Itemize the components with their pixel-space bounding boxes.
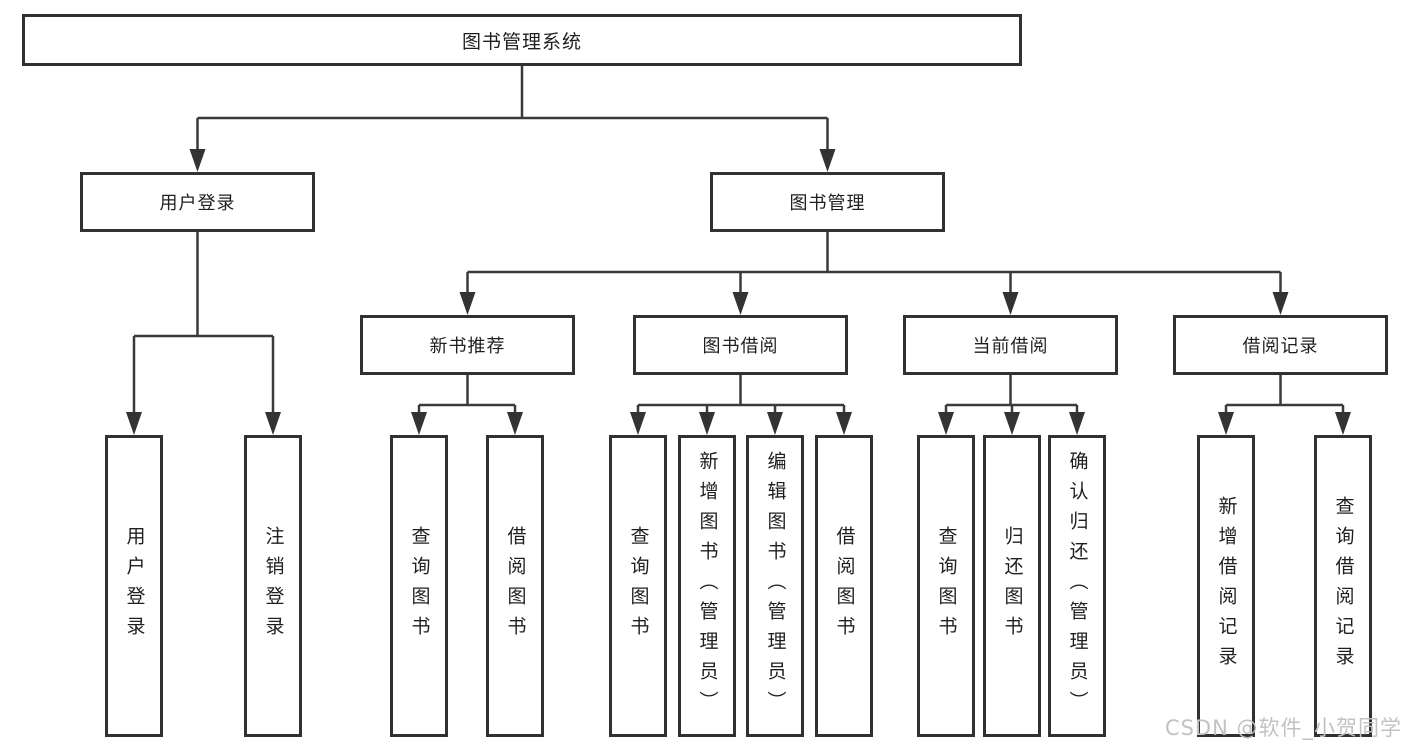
edge-bookborrow-to-leaves [636,375,846,420]
arrow-down-icon [1069,412,1085,435]
arrow-down-icon [630,412,646,435]
node-new-book-recommend: 新书推荐 [360,315,575,375]
arrow-down-icon [189,149,206,172]
node-library-management-system: 图书管理系统 [22,14,1022,66]
leaf-bookborrow-query-books: 查询图书 [609,435,667,737]
arrow-down-icon [938,412,954,435]
edge-bookmgmt-to-level3 [466,232,1282,300]
arrow-down-icon [459,292,476,315]
node-book-management: 图书管理 [710,172,945,232]
arrow-down-icon [819,149,836,172]
arrow-down-icon [411,412,427,435]
edge-root-to-level2 [196,65,829,157]
arrow-down-icon [1218,412,1234,435]
arrow-down-icon [265,412,281,435]
leaf-currentborrow-return-books: 归还图书 [983,435,1041,737]
arrow-down-icon [1335,412,1351,435]
leaf-currentborrow-confirm-return-admin: 确认归还（管理员） [1048,435,1106,737]
arrow-down-icon [732,292,749,315]
csdn-watermark: CSDN @软件_小贺同学 [1164,716,1402,740]
edge-newbookrec-to-leaves [417,375,517,420]
leaf-bookborrow-borrow-books: 借阅图书 [815,435,873,737]
node-borrowing-records: 借阅记录 [1173,315,1388,375]
node-book-borrowing: 图书借阅 [633,315,848,375]
leaf-user-login: 用户登录 [105,435,163,737]
arrow-down-icon [126,412,142,435]
node-user-login: 用户登录 [80,172,315,232]
edge-borrowrecord-to-leaves [1224,375,1345,420]
arrow-down-icon [507,412,523,435]
leaf-newbookrec-borrow-books: 借阅图书 [486,435,544,737]
leaf-borrowrecord-add-record: 新增借阅记录 [1197,435,1255,737]
leaf-borrowrecord-query-record: 查询借阅记录 [1314,435,1372,737]
arrow-down-icon [1004,412,1020,435]
arrow-down-icon [699,412,715,435]
leaf-currentborrow-query-books: 查询图书 [917,435,975,737]
arrow-down-icon [1272,292,1289,315]
leaf-logout: 注销登录 [244,435,302,737]
leaf-bookborrow-add-books-admin: 新增图书（管理员） [678,435,736,737]
leaf-newbookrec-query-books: 查询图书 [390,435,448,737]
arrow-down-icon [836,412,852,435]
node-current-borrowing: 当前借阅 [903,315,1118,375]
arrowheads [126,149,1351,435]
arrow-down-icon [767,412,783,435]
arrow-down-icon [1002,292,1019,315]
edge-userlogin-to-leaves [132,232,275,420]
leaf-bookborrow-edit-books-admin: 编辑图书（管理员） [746,435,804,737]
